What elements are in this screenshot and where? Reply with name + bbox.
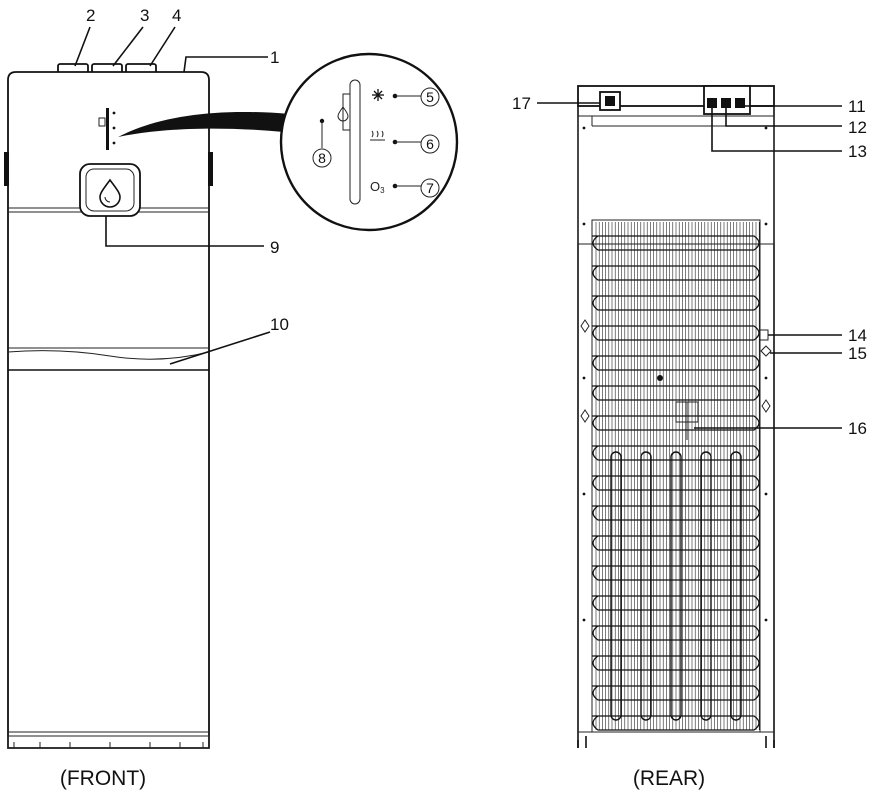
coil-vertical-tube — [700, 451, 712, 721]
coil-tube-loop — [592, 415, 760, 431]
rear-leader-lines — [537, 102, 842, 429]
coil-vertical-tube — [730, 451, 742, 721]
right-side-handle — [208, 152, 213, 186]
coil-tube-loop — [592, 715, 760, 731]
coil-tube-loop — [592, 685, 760, 701]
heat-waves-icon — [370, 130, 385, 141]
coil-tube-loop — [592, 595, 760, 611]
caption-rear: (REAR) — [633, 767, 705, 790]
coil-tube-loop — [592, 445, 760, 461]
condenser-coil — [591, 219, 761, 733]
caption-front: (FRONT) — [60, 767, 146, 790]
callout-12: 12 — [848, 118, 867, 137]
callout-1: 1 — [270, 48, 279, 67]
zoom-pointer — [118, 111, 290, 137]
front-leader-lines — [74, 26, 271, 365]
snowflake-icon — [372, 89, 384, 101]
callout-13: 13 — [848, 142, 867, 161]
coil-tube-loop — [592, 475, 760, 491]
callout-11: 11 — [848, 97, 866, 116]
coil-tube-loop — [592, 655, 760, 671]
coil-tube-loop — [592, 325, 760, 341]
callout-4: 4 — [172, 6, 181, 25]
callout-14: 14 — [848, 326, 867, 345]
callout-2: 2 — [86, 6, 95, 25]
circle-num-7: 7 — [426, 180, 434, 196]
callout-3: 3 — [140, 6, 149, 25]
dispense-button-housing — [79, 163, 141, 217]
left-side-handle — [4, 152, 9, 186]
circle-num-8: 8 — [318, 150, 326, 166]
callout-15: 15 — [848, 344, 867, 363]
callout-16: 16 — [848, 419, 867, 438]
coil-tube-loop — [592, 235, 760, 251]
front-cabinet — [7, 71, 210, 749]
coil-tube-loop — [592, 385, 760, 401]
coil-tube-loop — [592, 355, 760, 371]
drop-lock-icon — [337, 106, 349, 122]
water-drop-icon — [99, 178, 121, 208]
coil-tube-loop — [592, 565, 760, 581]
coil-tube-loop — [592, 505, 760, 521]
ozone-icon: O3 — [370, 179, 385, 195]
callout-17: 17 — [512, 94, 531, 113]
rear-view — [577, 85, 775, 748]
callout-9: 9 — [270, 238, 279, 257]
coil-tube-loop — [592, 295, 760, 311]
coil-tube-loop — [592, 265, 760, 281]
circle-num-5: 5 — [426, 89, 434, 105]
front-view — [4, 63, 213, 749]
coil-tube-loop — [592, 625, 760, 641]
callout-10: 10 — [270, 315, 289, 334]
coil-vertical-tube — [610, 451, 622, 721]
coil-vertical-tube — [640, 451, 652, 721]
panel-slot — [349, 79, 361, 205]
coil-tube-loop — [592, 535, 760, 551]
control-panel-strip — [106, 108, 109, 150]
control-panel-zoom: 8 5 6 O3 7 — [279, 52, 459, 232]
circle-num-6: 6 — [426, 136, 434, 152]
